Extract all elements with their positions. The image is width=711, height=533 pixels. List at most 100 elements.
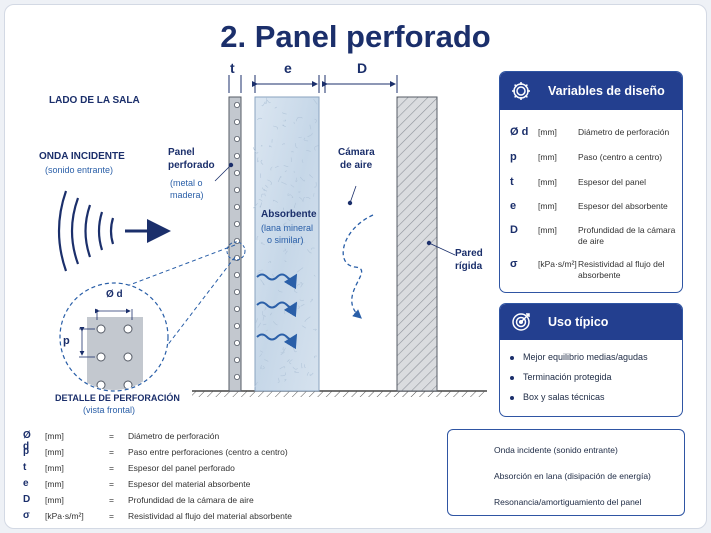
wool-fiber [267,261,272,264]
bullet-icon [510,375,514,380]
variable-unit: [mm] [538,152,557,162]
wool-fiber [265,329,268,332]
variable-symbol: Ø d [510,126,529,138]
wool-fiber [299,299,304,302]
wool-fiber [291,209,294,215]
definition-equals: = [109,511,114,521]
panel-material-2: madera) [170,190,204,200]
definition-equals: = [109,447,114,457]
dimension-lines [228,75,398,93]
perforation-hole [233,220,240,227]
perforation-hole [233,169,240,176]
wool-fiber [285,250,288,255]
typical-use-card: Uso típico Mejor equilibrio medias/aguda… [499,303,683,417]
wool-fiber [294,371,299,373]
wool-fiber [259,350,264,353]
variable-symbol: D [510,224,518,236]
incident-wave-title: ONDA INCIDENTE [39,151,125,162]
definition-equals: = [109,463,114,473]
definition-unit: [mm] [45,463,64,473]
absorber-line-1: (lana mineral [261,223,314,233]
wool-fiber [305,196,311,200]
wool-fiber [279,366,286,370]
wool-fiber [277,377,280,383]
dim-e-label: e [284,60,292,76]
wool-fiber [264,307,267,311]
wool-fiber [296,117,299,122]
wool-fiber [313,182,317,188]
perforation-hole [233,135,240,142]
wool-fiber [300,304,305,307]
wool-fiber [253,202,258,209]
detail-subtitle: (vista frontal) [83,405,136,415]
perforation-hole [233,373,240,380]
target-icon [510,311,532,336]
wool-fiber [269,145,272,148]
definition-description: Resistividad al flujo del material absor… [128,511,292,521]
wool-fiber [295,143,298,149]
legend-label: Absorción en lana (disipación de energía… [494,471,651,481]
panel-title-2: perforado [168,160,215,171]
wool-fiber [257,157,259,163]
wool-fiber [306,371,309,376]
wool-fiber [262,315,266,321]
wool-fiber [284,378,287,382]
variable-description: Resistividad al flujo del absorbente [578,259,665,280]
wool-fiber [258,269,263,272]
perforation-detail [59,241,246,392]
panel-material-1: (metal o [170,178,203,188]
panel-title-1: Panel [168,147,195,158]
wool-fiber [301,325,306,329]
wool-fiber [287,193,290,196]
wool-fiber [297,117,303,119]
wool-fiber [313,98,318,105]
wool-fiber [261,311,265,317]
wool-fiber [287,218,291,222]
dim-t-label: t [230,60,235,76]
wool-fiber [302,197,306,203]
wool-fiber [259,202,262,208]
detail-d-label: Ø d [106,289,123,300]
wool-fiber [261,193,264,198]
variable-unit: [kPa·s/m²] [538,259,577,269]
wool-fiber [252,147,259,154]
wool-fiber [284,170,287,173]
wool-fiber [282,124,286,127]
wool-fiber [284,260,287,262]
variable-unit: [mm] [538,127,557,137]
wool-fiber [258,198,263,202]
wool-fiber [275,212,280,218]
definition-unit: [mm] [45,495,64,505]
air-cavity-line-1: Cámara [338,147,375,158]
definition-equals: = [109,479,114,489]
absorber-line-2: o similar) [267,235,304,245]
design-variables-header: Variables de diseño [500,72,682,110]
wool-fiber [272,321,278,326]
wool-fiber [260,159,264,165]
definition-unit: [mm] [45,479,64,489]
perforation-hole [233,305,240,312]
wool-fiber [283,222,287,227]
typical-use-text: Terminación protegida [523,372,612,382]
legend-item: Resonancia/amortiguamiento del panel [494,497,641,507]
wool-fiber [313,274,316,277]
design-variables-title: Variables de diseño [548,84,665,98]
wool-fiber [306,150,311,152]
definition-symbol: D [23,494,31,505]
wool-fiber [293,202,297,208]
typical-use-text: Box y salas técnicas [523,392,605,402]
perforation-hole [233,339,240,346]
ground [192,390,487,397]
perforation-hole [233,288,240,295]
absorption-arrows [256,273,298,350]
wool-fiber [313,192,315,197]
wool-fiber [296,267,304,273]
legend-item: Absorción en lana (disipación de energía… [494,471,651,481]
variable-description: Diámetro de perforación [578,127,670,137]
variable-symbol: p [510,151,517,163]
wall-line-2: rígida [455,261,483,272]
wool-fiber [301,159,304,163]
wool-fiber [300,283,304,288]
perforation-hole [233,186,240,193]
wool-fiber [273,125,278,130]
